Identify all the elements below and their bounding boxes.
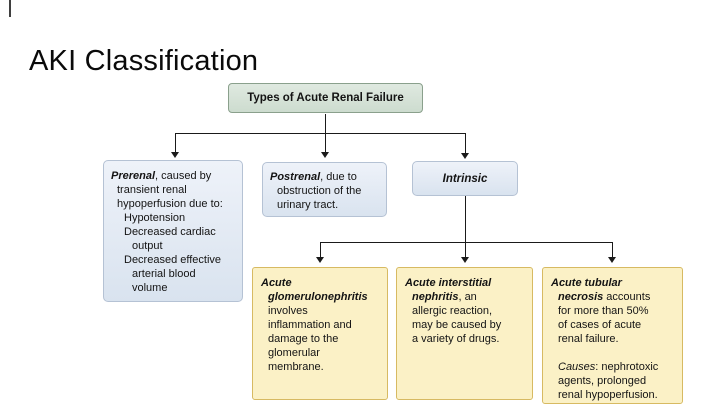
connector-tubular-drop [612,242,613,258]
arrowhead-prerenal-icon [171,152,179,158]
connector-level2-rail [175,133,466,134]
page-title: AKI Classification [29,45,259,77]
connector-prerenal-drop [175,133,176,152]
connector-glomerulonephritis-drop [320,242,321,258]
arrowhead-intrinsic-icon [461,153,469,159]
connector-interstitial-drop [465,242,466,258]
connector-intrinsic-stem [465,196,466,242]
arrowhead-interstitial-icon [461,257,469,263]
connector-intrinsic-drop [465,133,466,153]
arrowhead-postrenal-icon [321,152,329,158]
arrowhead-tubular-icon [608,257,616,263]
corner-tick [9,0,11,17]
root-node-label: Types of Acute Renal Failure [247,92,404,104]
root-node-types-of-arf: Types of Acute Renal Failure [228,83,423,113]
connector-root-stem [325,114,326,133]
intrinsic-label: Intrinsic [442,172,488,185]
connector-level3-rail [320,242,613,243]
node-intrinsic: Intrinsic [412,161,518,196]
arrowhead-glomerulonephritis-icon [316,257,324,263]
connector-postrenal-drop [325,133,326,152]
